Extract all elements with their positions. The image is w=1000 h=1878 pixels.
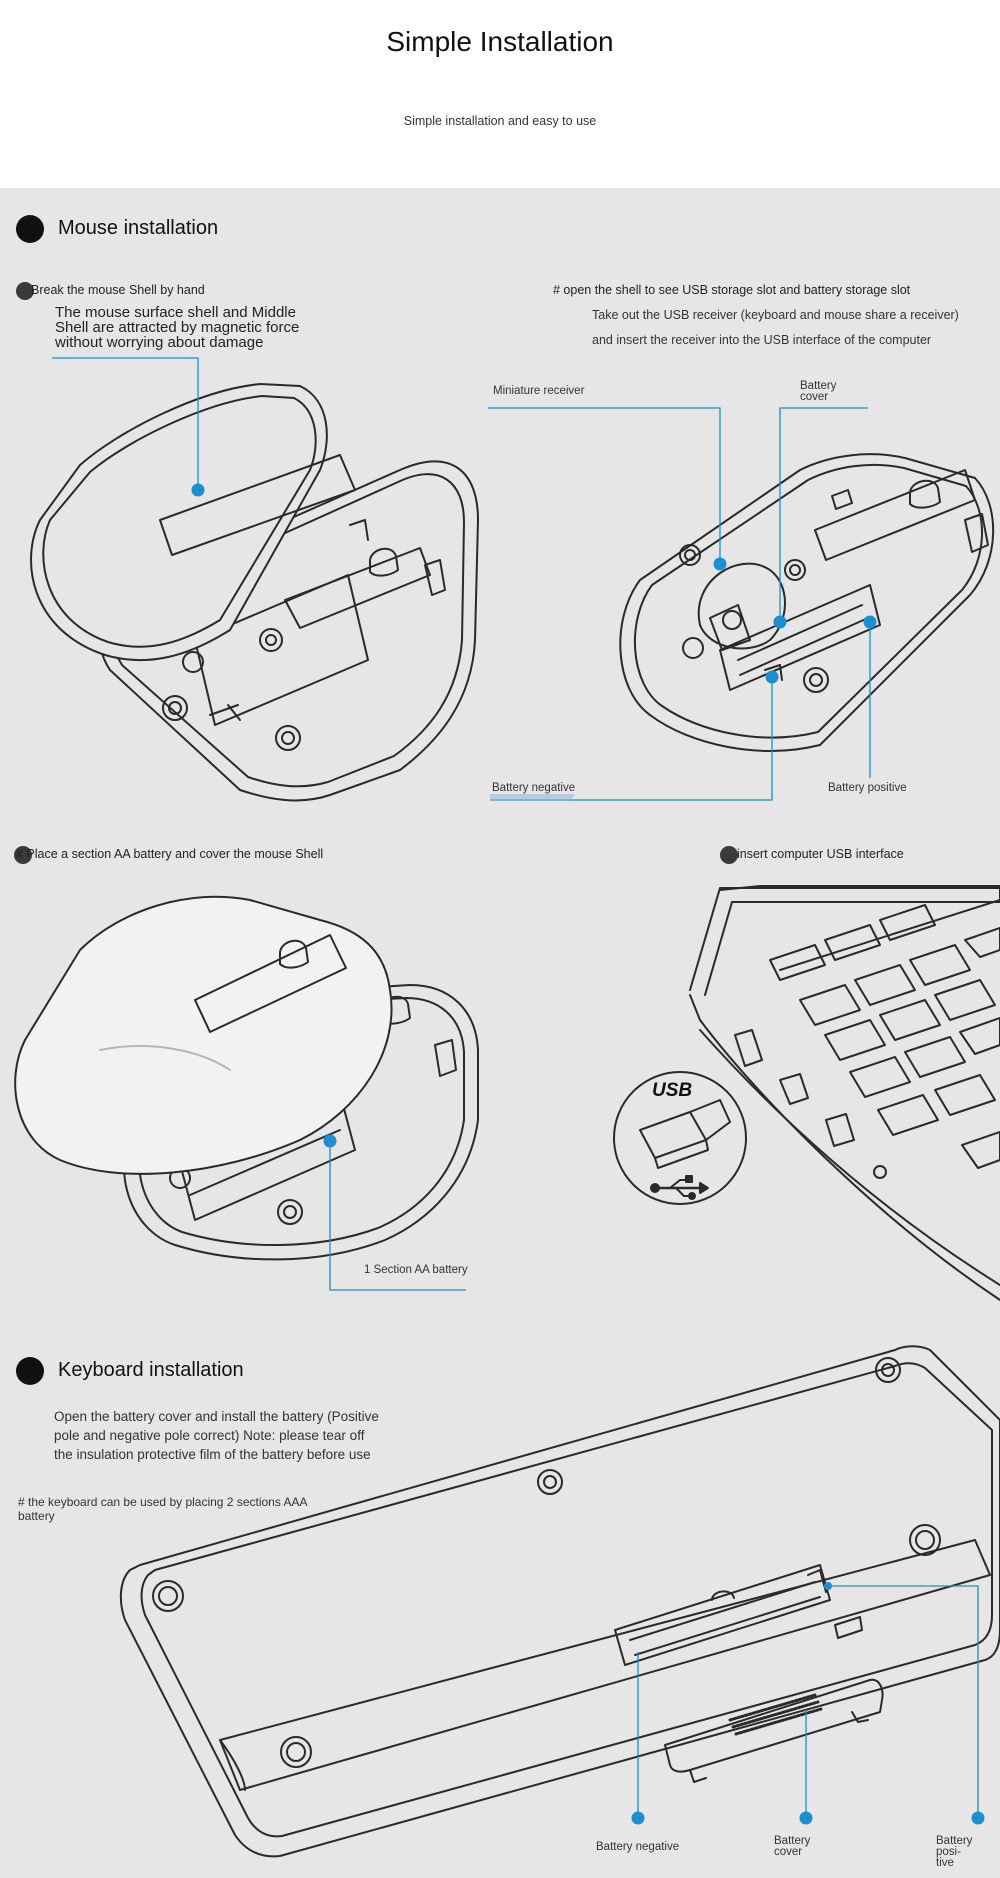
label-battery-negative: Battery negative [492, 782, 576, 794]
label-line: tive [936, 1857, 954, 1869]
label-miniature-receiver: Miniature receiver [493, 385, 585, 397]
step1-description: The mouse surface shell and Middle Shell… [55, 305, 299, 350]
label-battery-cover: Battery cover [800, 380, 837, 403]
step4-heading: insert computer USB interface [737, 847, 904, 861]
page-subtitle: Simple installation and easy to use [403, 114, 597, 128]
step1-description-line: without worrying about damage [55, 334, 264, 351]
keyboard-note-line: battery [18, 1509, 55, 1523]
keyboard-description-line: Open the battery cover and install the b… [54, 1409, 379, 1424]
keyboard-section-title: Keyboard installation [58, 1359, 244, 1381]
step2-description-line: and insert the receiver into the USB int… [592, 333, 932, 347]
keyboard-description-line: the insulation protective film of the ba… [54, 1447, 371, 1462]
keyboard-description: Open the battery cover and install the b… [54, 1407, 379, 1464]
step-bullet [16, 282, 34, 300]
keyboard-note-line: # the keyboard can be used by placing 2 … [18, 1495, 308, 1509]
keyboard-description-line: pole and negative pole correct) Note: pl… [54, 1428, 365, 1443]
usb-receiver-illustration [613, 1071, 747, 1205]
step1-heading: Break the mouse Shell by hand [31, 283, 205, 297]
mouse-section-title: Mouse installation [58, 217, 219, 239]
usb-badge-text: USB [652, 1080, 693, 1101]
label-line: cover [800, 391, 829, 403]
keyboard-note: # the keyboard can be used by placing 2 … [18, 1495, 308, 1523]
section-bullet [16, 1357, 44, 1385]
label-battery-positive: Battery positive [828, 782, 907, 794]
step3-heading: # Place a section AA battery and cover t… [16, 847, 324, 861]
step2-description-line: Take out the USB receiver (keyboard and … [592, 308, 959, 322]
mouse-closed-illustration [14, 895, 479, 1261]
label-line: cover [774, 1846, 803, 1858]
step1-description-line: The mouse surface shell and Middle [55, 304, 296, 321]
label-keyboard-battery-cover: Battery cover [774, 1835, 811, 1858]
section-bullet [16, 215, 44, 243]
label-aa-battery: 1 Section AA battery [364, 1264, 468, 1276]
step1-description-line: Shell are attracted by magnetic force [55, 319, 300, 336]
label-line: Battery posi- [936, 1835, 973, 1858]
label-line: Battery [774, 1835, 811, 1847]
step2-heading: # open the shell to see USB storage slot… [553, 283, 911, 297]
step2-description: Take out the USB receiver (keyboard and … [592, 303, 959, 353]
step-bullet [14, 846, 32, 864]
label-keyboard-battery-negative: Battery negative [596, 1841, 680, 1853]
label-line: Battery [800, 380, 837, 392]
header: Simple Installation Simple installation … [0, 0, 1000, 188]
step-bullet [720, 846, 738, 864]
mouse-open-shell-illustration [30, 383, 479, 802]
keyboard-illustration [119, 1345, 1000, 1858]
page-title: Simple Installation [386, 26, 614, 57]
laptop-illustration [689, 885, 1000, 1301]
label-keyboard-battery-positive: Battery posi- tive [936, 1835, 1000, 1869]
mouse-battery-slot-illustration [619, 453, 995, 752]
